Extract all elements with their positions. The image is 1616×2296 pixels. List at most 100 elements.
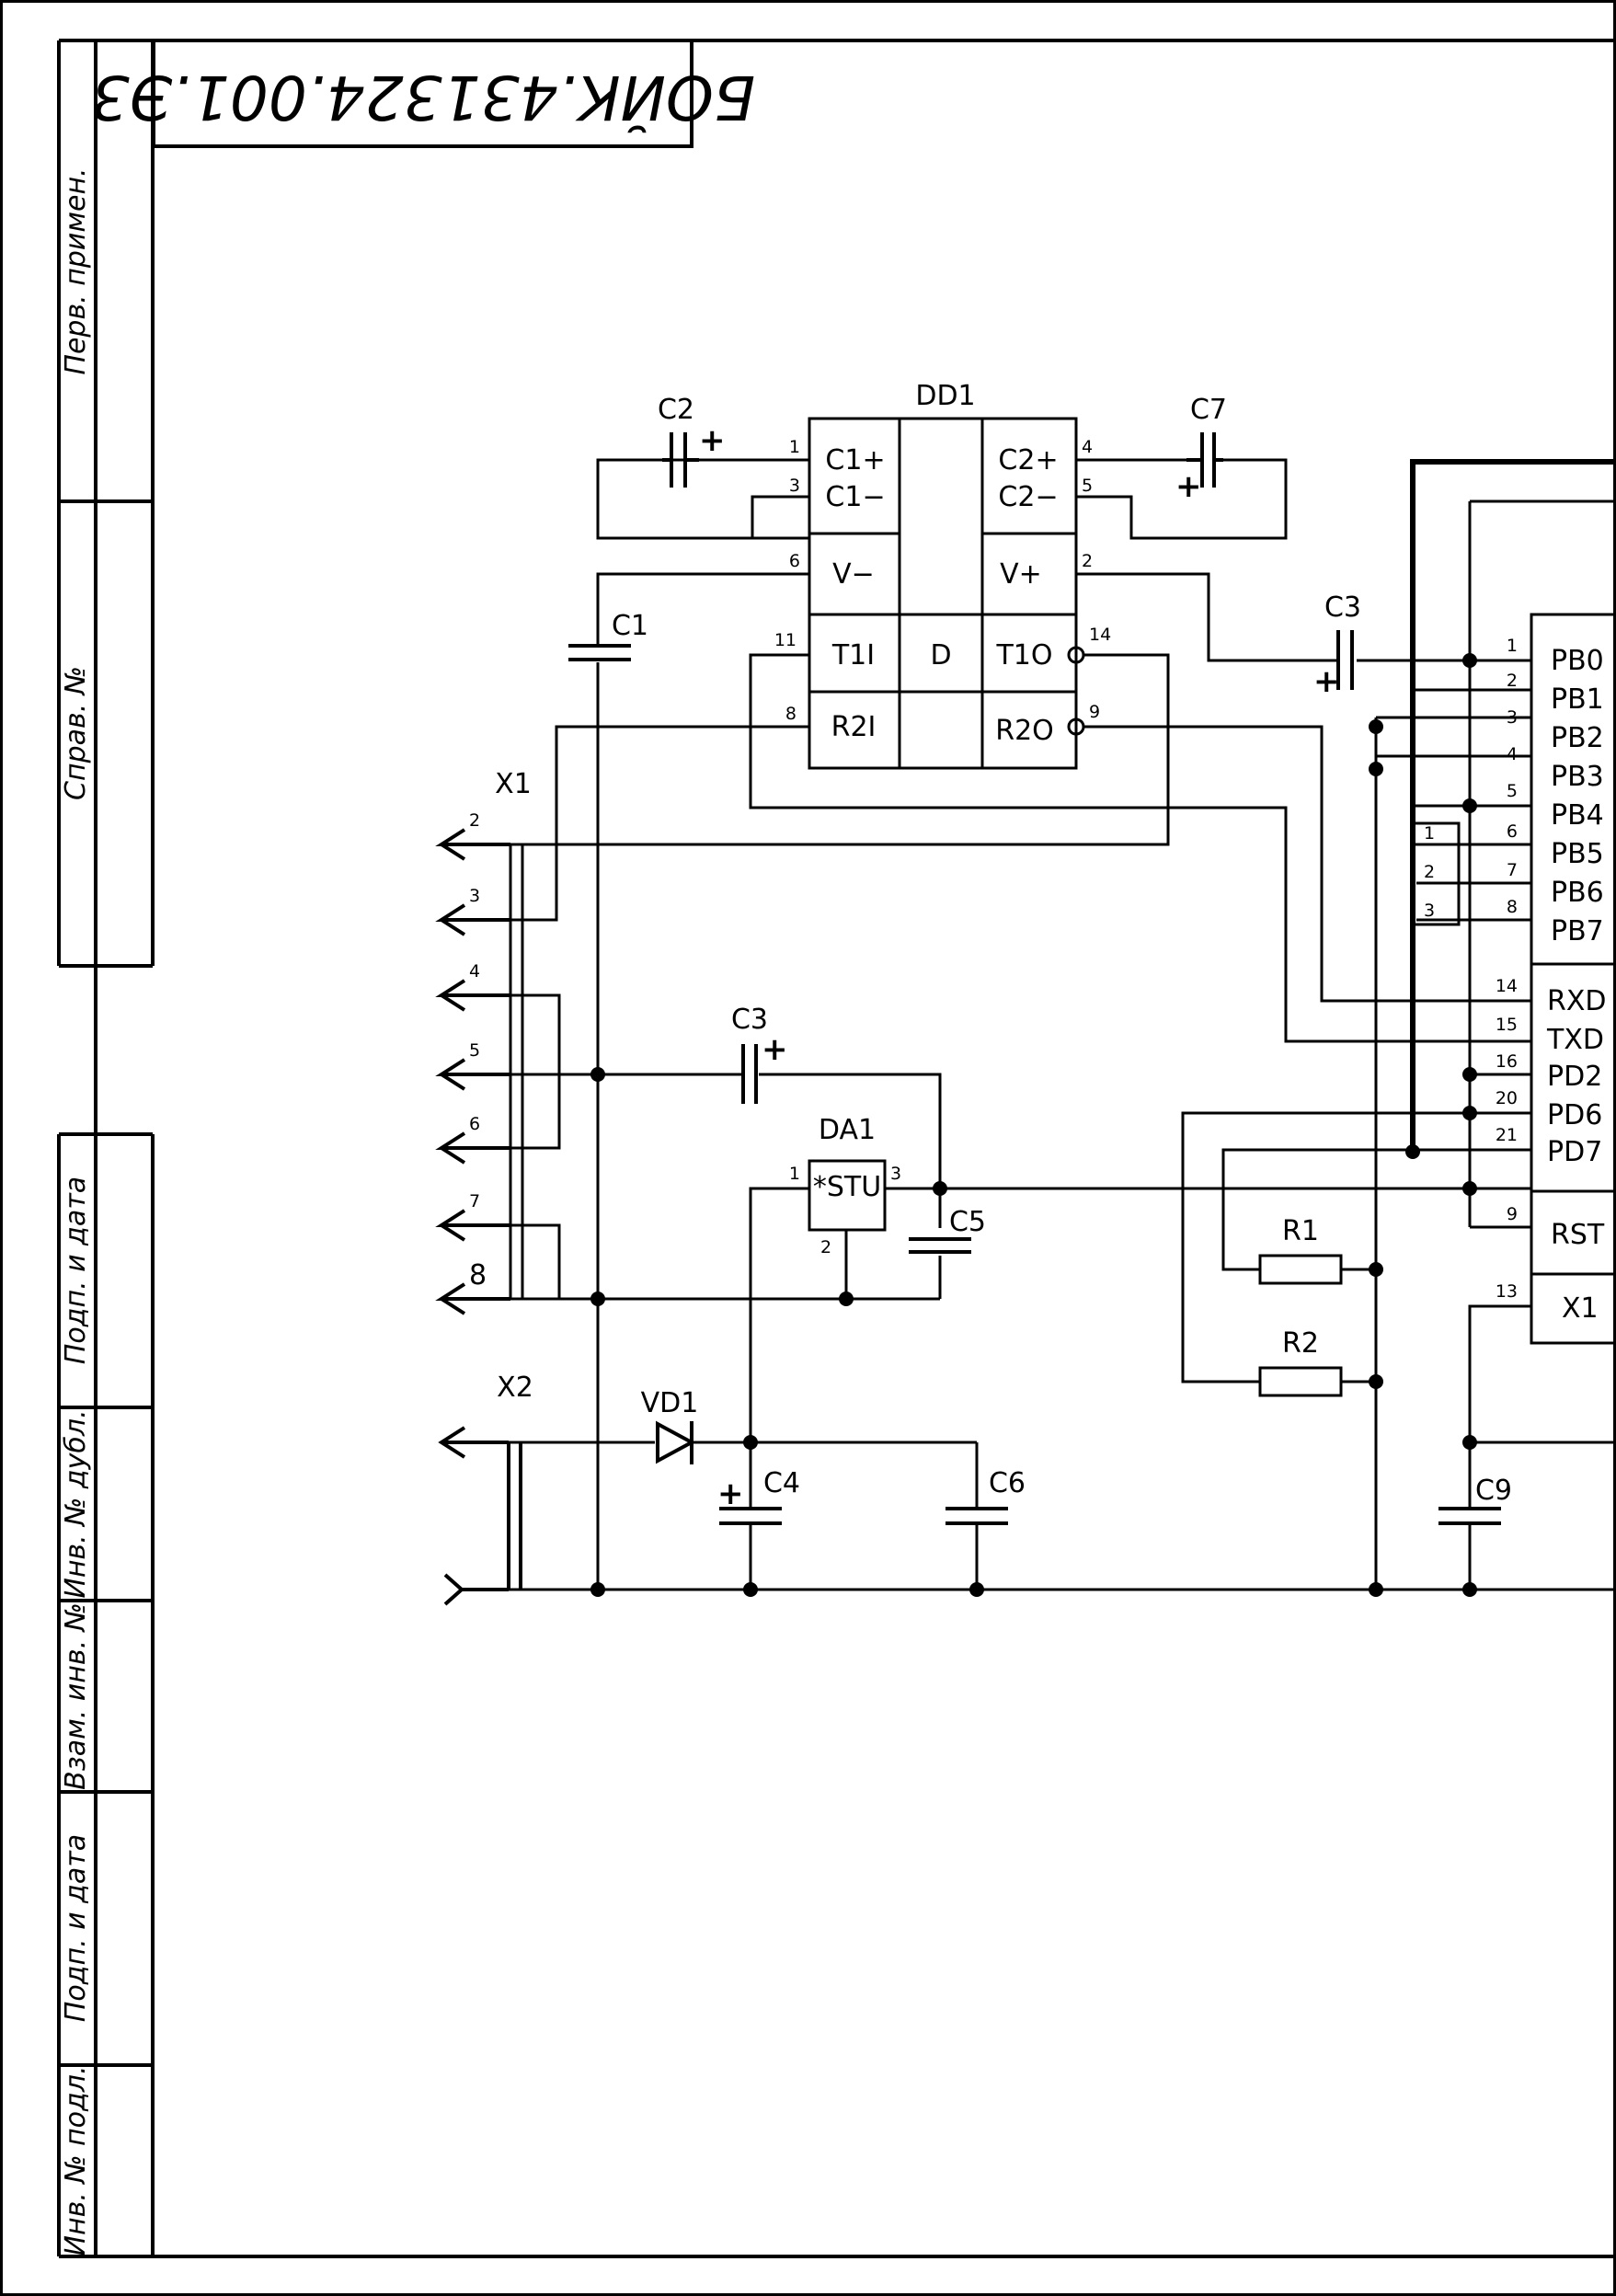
dd1-cell-d: D bbox=[930, 639, 951, 672]
da1-label: DA1 bbox=[819, 1114, 876, 1146]
mcu-pin-8: 8 bbox=[1507, 897, 1518, 917]
side-label-sprav-no: Справ. № bbox=[60, 666, 92, 800]
side-label-podp-data-1: Подп. и дата bbox=[60, 1177, 92, 1364]
mcu-port-pb2: PB2 bbox=[1551, 722, 1604, 754]
doc-code-stamp: БОЙК.431324.001.Э3 bbox=[91, 62, 755, 133]
c4-capacitor bbox=[719, 1507, 782, 1525]
x1-pin-arrows bbox=[435, 828, 510, 1315]
mcu-port-pb6: PB6 bbox=[1551, 877, 1604, 909]
dd1-pin-1: 1 bbox=[789, 437, 800, 457]
dd1-pin-14: 14 bbox=[1089, 625, 1111, 645]
mcu-port-pd6: PD6 bbox=[1547, 1099, 1602, 1131]
dd1-pin-6: 6 bbox=[789, 551, 800, 571]
mcu-port-txd: TXD bbox=[1546, 1024, 1604, 1056]
x1-pin-2: 2 bbox=[469, 810, 480, 831]
jumper-block bbox=[1411, 821, 1461, 926]
dd1-cell-vm: V− bbox=[832, 558, 875, 591]
mcu-port-pb7: PB7 bbox=[1551, 915, 1604, 947]
dd1-pin-11: 11 bbox=[774, 630, 797, 650]
side-label-vzam-inv: Взам. инв. № bbox=[60, 1602, 92, 1790]
side-label-podp-data-2: Подп. и дата bbox=[60, 1834, 92, 2022]
junction-dots bbox=[590, 653, 1477, 1597]
mcu-pin-2: 2 bbox=[1507, 671, 1518, 691]
side-label-perv-primen: Перв. примен. bbox=[60, 167, 92, 374]
mcu-port-pb1: PB1 bbox=[1551, 683, 1604, 716]
mcu-chip bbox=[1530, 613, 1616, 1345]
da1-pin-2: 2 bbox=[820, 1237, 831, 1257]
dd1-cell-c1p: C1+ bbox=[825, 444, 885, 476]
plus-sign: + bbox=[717, 1475, 744, 1512]
dd1-cell-r2i: R2I bbox=[831, 711, 877, 743]
mcu-pin-5: 5 bbox=[1507, 781, 1518, 801]
mcu-port-pd7: PD7 bbox=[1547, 1136, 1602, 1168]
mcu-pin-16: 16 bbox=[1496, 1051, 1518, 1072]
dd1-label: DD1 bbox=[915, 380, 975, 412]
mcu-pin-13: 13 bbox=[1496, 1281, 1518, 1302]
mcu-port-x1: X1 bbox=[1562, 1292, 1599, 1325]
dd1-cell-r2o: R2O bbox=[995, 715, 1054, 747]
dd1-pin-5: 5 bbox=[1082, 476, 1093, 496]
c6-label: C6 bbox=[989, 1467, 1026, 1499]
jumper-labels: 1 2 3 bbox=[1424, 823, 1435, 921]
c3-left-label: C3 bbox=[731, 1004, 768, 1036]
dd1-cell-c2p: C2+ bbox=[998, 444, 1058, 476]
x1-pin-6: 6 bbox=[469, 1114, 480, 1134]
plus-sign: + bbox=[762, 1031, 788, 1068]
c5-capacitor bbox=[909, 1237, 971, 1254]
plus-sign: + bbox=[1313, 663, 1340, 700]
c5-label: C5 bbox=[949, 1206, 986, 1238]
mcu-port-labels: PB0 PB1 PB2 PB3 PB4 PB5 PB6 PB7 RXD TXD … bbox=[1546, 645, 1607, 1325]
dd1-cell-vp: V+ bbox=[1000, 558, 1042, 591]
plus-sign: + bbox=[1175, 468, 1202, 505]
dd1-chip bbox=[808, 417, 1085, 770]
dd1-pin-3: 3 bbox=[789, 476, 800, 496]
jumper-3: 3 bbox=[1424, 901, 1435, 921]
mcu-pin-20: 20 bbox=[1496, 1088, 1518, 1108]
dd1-pin-2: 2 bbox=[1082, 551, 1093, 571]
x2-label: X2 bbox=[497, 1372, 533, 1404]
dd1-cell-t1o: T1O bbox=[995, 639, 1052, 672]
mcu-port-pb0: PB0 bbox=[1551, 645, 1604, 677]
plus-sign: + bbox=[699, 422, 726, 459]
jumper-2: 2 bbox=[1424, 862, 1435, 882]
da1-pin-3: 3 bbox=[890, 1164, 901, 1184]
x1-pin-3: 3 bbox=[469, 886, 480, 906]
c3-capacitor-top bbox=[1336, 630, 1354, 690]
x1-pin-7: 7 bbox=[469, 1191, 480, 1211]
mcu-port-rst: RST bbox=[1551, 1219, 1605, 1251]
c1-label: C1 bbox=[612, 610, 648, 642]
dd1-pin-9: 9 bbox=[1089, 702, 1100, 722]
c1-capacitor bbox=[568, 644, 631, 661]
vd1-label: VD1 bbox=[641, 1387, 699, 1419]
component-labels: DD1 C1+ C1− V− T1I D R2I C2+ C2− V+ T1O … bbox=[469, 380, 1607, 1512]
dd1-pin-8: 8 bbox=[785, 704, 797, 724]
da1-body: *STU bbox=[813, 1171, 881, 1203]
c7-capacitor bbox=[1186, 432, 1223, 488]
dd1-cell-c1m: C1− bbox=[825, 481, 885, 513]
c3-capacitor-left bbox=[741, 1044, 758, 1104]
x1-label: X1 bbox=[495, 768, 532, 800]
mcu-port-pb4: PB4 bbox=[1551, 799, 1604, 832]
x1-pin-5: 5 bbox=[469, 1040, 480, 1061]
mcu-port-rxd: RXD bbox=[1547, 985, 1607, 1017]
mcu-pin-4: 4 bbox=[1507, 744, 1518, 764]
mcu-pin-6: 6 bbox=[1507, 821, 1518, 842]
mcu-pin-7: 7 bbox=[1507, 860, 1518, 880]
mcu-port-pd2: PD2 bbox=[1547, 1061, 1602, 1093]
side-column-grid bbox=[57, 39, 155, 2258]
da1-pin-1: 1 bbox=[789, 1164, 800, 1184]
mcu-pin-numbers: 1 2 3 4 5 6 7 8 14 15 16 20 21 9 13 bbox=[1496, 636, 1518, 1302]
c6-capacitor bbox=[946, 1507, 1008, 1525]
c2-capacitor bbox=[662, 432, 699, 488]
mcu-port-pb3: PB3 bbox=[1551, 761, 1604, 793]
x1-pin-8: 8 bbox=[469, 1259, 487, 1292]
c3-top-label: C3 bbox=[1324, 591, 1361, 624]
mcu-pin-9: 9 bbox=[1507, 1204, 1518, 1224]
c7-label: C7 bbox=[1190, 394, 1227, 426]
dd1-cell-c2m: C2− bbox=[998, 481, 1058, 513]
jumper-1: 1 bbox=[1424, 823, 1435, 844]
side-label-inv-podl: Инв. № подл. bbox=[60, 2066, 92, 2256]
x2-connector bbox=[507, 1442, 522, 1590]
c9-label: C9 bbox=[1475, 1475, 1512, 1507]
